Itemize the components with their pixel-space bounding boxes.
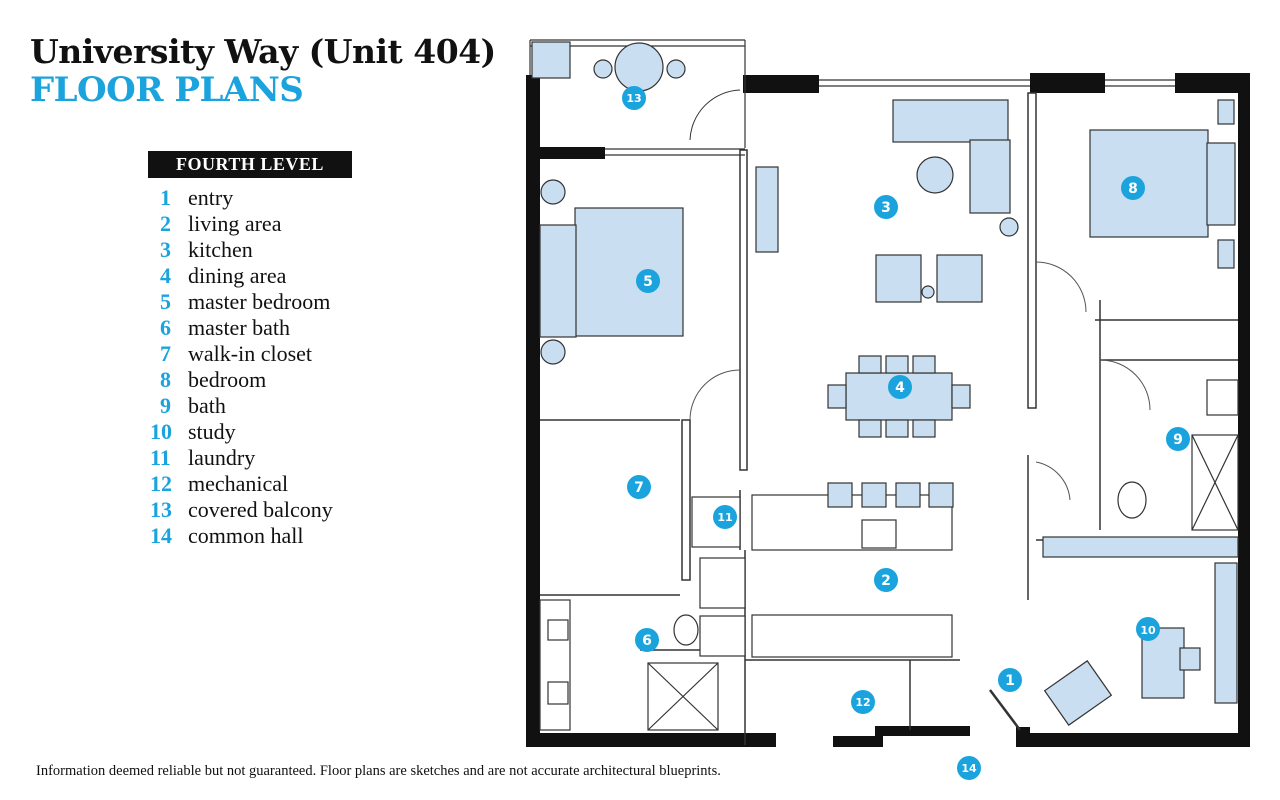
living-furniture [755,99,1019,303]
legend-label: covered balcony [188,497,333,522]
svg-text:1: 1 [1005,673,1015,689]
svg-text:4: 4 [895,380,905,396]
marker-2: 2 [874,568,898,592]
legend-number: 14 [150,523,172,548]
page-title: University Way (Unit 404) [30,32,496,71]
svg-text:7: 7 [634,480,644,496]
legend-label: entry [188,185,234,210]
legend-item: 5 master bedroom [150,289,333,315]
study-furniture [1043,562,1238,726]
legend-number: 4 [160,263,171,288]
svg-text:8: 8 [1128,181,1138,197]
legend-label: study [188,419,236,444]
legend-item: 9 bath [150,393,333,419]
svg-text:9: 9 [1173,432,1183,448]
marker-12: 12 [851,690,875,714]
door-swings [689,261,1151,731]
marker-8: 8 [1121,176,1145,200]
legend-item: 8 bedroom [150,367,333,393]
marker-1: 1 [998,668,1022,692]
exterior-walls [526,73,1250,747]
legend-label: dining area [188,263,287,288]
room-legend: 1 entry 2 living area 3 kitchen 4 dining are… [150,185,333,549]
bedroom-bed [1089,99,1236,269]
svg-text:13: 13 [626,92,641,105]
marker-4: 4 [888,375,912,399]
svg-text:11: 11 [717,511,732,524]
legend-number: 7 [160,341,171,366]
legend-number: 10 [150,419,172,444]
legend-item: 11 laundry [150,445,333,471]
marker-13: 13 [622,86,646,110]
balcony-table [593,42,686,92]
marker-14: 14 [957,756,981,780]
level-label: FOURTH LEVEL [148,151,352,178]
legend-number: 5 [160,289,171,314]
legend-item: 1 entry [150,185,333,211]
svg-text:12: 12 [855,696,870,709]
bath-fixtures [1117,379,1239,531]
windows [605,79,1175,156]
legend-number: 13 [150,497,172,522]
bath-cabinets [1042,536,1239,558]
legend-item: 7 walk-in closet [150,341,333,367]
legend-label: mechanical [188,471,289,496]
marker-3: 3 [874,195,898,219]
legend-item: 3 kitchen [150,237,333,263]
disclaimer: Information deemed reliable but not guar… [36,763,721,779]
master-bed [539,179,684,365]
page-subtitle: FLOOR PLANS [30,70,304,110]
legend-number: 12 [150,471,172,496]
legend-item: 2 living area [150,211,333,237]
marker-10: 10 [1136,617,1160,641]
legend-label: master bath [188,315,291,340]
svg-text:5: 5 [643,274,653,290]
marker-5: 5 [636,269,660,293]
legend-number: 2 [160,211,171,236]
legend-number: 6 [160,315,171,340]
legend-item: 12 mechanical [150,471,333,497]
marker-9: 9 [1166,427,1190,451]
legend-number: 8 [160,367,171,392]
svg-text:10: 10 [1140,624,1156,637]
legend-number: 9 [160,393,171,418]
legend-label: walk-in closet [188,341,313,366]
marker-6: 6 [635,628,659,652]
room-markers: 1 2 3 4 5 6 7 8 9 10 11 12 13 14 [622,86,1190,780]
svg-text:14: 14 [961,762,977,775]
legend-item: 13 covered balcony [150,497,333,523]
svg-text:6: 6 [642,633,652,649]
legend-label: master bedroom [188,289,331,314]
laundry-units [691,496,746,657]
legend-item: 6 master bath [150,315,333,341]
master-bath-fixtures [539,599,719,731]
svg-text:2: 2 [881,573,891,589]
legend-item: 14 common hall [150,523,333,549]
legend-number: 3 [160,237,171,262]
svg-text:3: 3 [881,200,891,216]
legend-item: 4 dining area [150,263,333,289]
marker-11: 11 [713,505,737,529]
legend-item: 10 study [150,419,333,445]
legend-label: common hall [188,523,304,548]
legend-label: bath [188,393,226,418]
legend-number: 1 [160,185,171,210]
legend-label: kitchen [188,237,253,262]
legend-label: bedroom [188,367,267,392]
legend-label: laundry [188,445,256,470]
kitchen-counters [751,482,954,658]
legend-number: 11 [150,445,171,470]
legend-label: living area [188,211,282,236]
marker-7: 7 [627,475,651,499]
